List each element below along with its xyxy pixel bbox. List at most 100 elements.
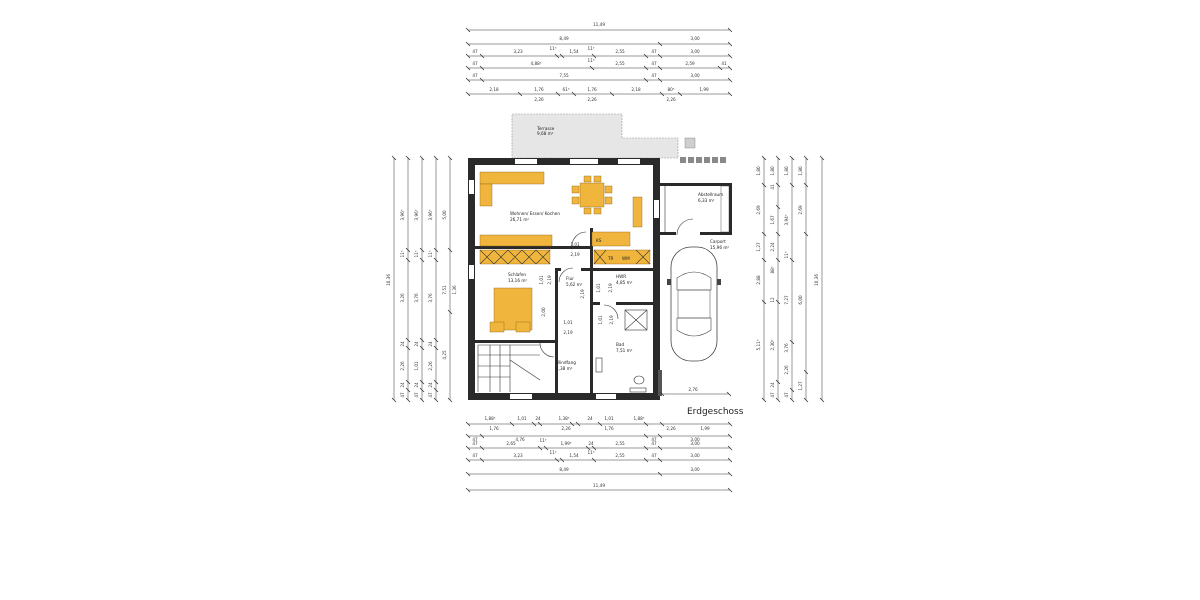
dim-label: 3,96⁵ (428, 209, 433, 220)
inner-dim: 2,00 (541, 307, 546, 317)
room-schlafen-area: 13,16 m² (508, 278, 527, 283)
dim-label: 24 (770, 382, 775, 388)
dim-label: 47 (472, 437, 478, 442)
dim-label: 1,67 (770, 215, 775, 225)
dim-label: 47 (651, 437, 657, 442)
inner-dim: 2,19 (547, 275, 552, 285)
dim-top-carport: 3,00 (690, 36, 700, 41)
inner-dim: 2,19 (609, 315, 614, 325)
dim-label: 24 (414, 341, 419, 347)
dim-label: 24 (414, 382, 419, 388)
dim-label: 1,80 (798, 166, 803, 176)
dim-label: 47 (651, 441, 657, 446)
dim-label: 47 (472, 49, 478, 54)
dim-label: 1,27 (756, 242, 761, 252)
terrace: Terrasse 9,68 m² (511, 113, 726, 163)
dim-label: 47 (472, 441, 478, 446)
dim-label: 2,26 (534, 97, 544, 102)
inner-dimensions: 1,01 2,19 1,01 2,19 1,01 2,19 2,19 1,01 … (539, 242, 614, 335)
dim-label: 4,76 (515, 437, 525, 442)
dim-label: 1,76 (534, 87, 544, 92)
dim-label: 47 (784, 392, 789, 398)
dim-carport-bottom: 2,76 (688, 387, 698, 392)
dim-label: 2,88 (756, 275, 761, 285)
dim-label: 11⁵ (539, 438, 546, 443)
dim-label: 11⁵ (549, 46, 556, 51)
dim-label: 2,55 (615, 453, 625, 458)
dim-right-total: 10,36 (814, 274, 819, 286)
dim-label: 3,96⁵ (414, 209, 419, 220)
appliance-tr: TR (607, 256, 614, 261)
inner-dim: 1,01 (570, 242, 580, 247)
dim-label: 3,00 (690, 49, 700, 54)
dim-label: 47 (472, 453, 478, 458)
dim-label: 1,76 (604, 426, 614, 431)
right-dimension-chains: 1,80 2,69 1,27 2,88 5,11⁵ 1,80 41 1,67 2… (756, 155, 825, 403)
room-flur-name: Flur (566, 276, 574, 281)
bottom-dimension-chains: 1,88⁵ 1,01 24 1,38⁵ 24 1,01 1,88⁵ 1,76 2… (465, 416, 733, 493)
dim-label: 24 (428, 382, 433, 388)
dim-label: 47 (428, 392, 433, 398)
dim-label: 7,27 (784, 295, 789, 305)
inner-dim: 1,01 (596, 283, 601, 293)
dim-label: 1,01 (414, 361, 419, 371)
dim-label: 2,18 (631, 87, 641, 92)
dim-label: 2,26 (561, 426, 571, 431)
room-terrasse-area: 9,68 m² (537, 131, 554, 136)
dim-label: 47 (651, 61, 657, 66)
dim-label: 88⁵ (770, 266, 775, 273)
dim-label: 47 (770, 392, 775, 398)
dim-label: 2,24 (770, 242, 775, 252)
dim-label: 1,76 (489, 426, 499, 431)
dim-label: 1,54 (569, 49, 579, 54)
room-labels: Wohnen/ Essen/ Kochen 26,71 m² Schlafen … (508, 211, 633, 371)
room-wohnen-area: 26,71 m² (510, 217, 529, 222)
dim-label: 24 (535, 416, 541, 421)
dim-label: 3,23 (513, 49, 523, 54)
dim-label: 1,88⁵ (633, 416, 644, 421)
dim-label: 2,69 (756, 205, 761, 215)
dim-label: 2,65 (506, 441, 516, 446)
dim-bottom-carport: 3,00 (690, 467, 700, 472)
house-walls (468, 158, 660, 400)
left-dimension-chains: 10,36 3,96⁵ 11⁵ 3,26 24 2,26 24 47 3,96⁵… (386, 155, 457, 403)
dim-label: 2,26 (666, 97, 676, 102)
dim-label: 2,55 (615, 441, 625, 446)
dim-label: 4,88⁵ (530, 61, 541, 66)
dim-label: 3,76 (414, 293, 419, 303)
dim-label: 3,26 (400, 293, 405, 303)
dim-label: 41 (770, 184, 775, 190)
dim-label: 3,00 (690, 441, 700, 446)
room-abstellraum-name: Abstellraum (698, 192, 723, 197)
dim-bottom-total: 11,49 (593, 483, 605, 488)
dim-label: 2,26 (587, 97, 597, 102)
inner-dim: 2,19 (608, 283, 613, 293)
dim-label: 3,00 (690, 73, 700, 78)
car-icon (667, 246, 721, 362)
dim-label: 6,00 (798, 295, 803, 305)
inner-dim: 1,01 (563, 320, 573, 325)
dim-label: 1,88⁵ (484, 416, 495, 421)
dim-label: 1,99 (700, 426, 710, 431)
dim-label: 1,27 (798, 381, 803, 391)
dim-label: 2,30⁵ (770, 339, 775, 350)
dim-label: 24 (400, 341, 405, 347)
dim-label: 5,00 (442, 210, 447, 220)
dim-label: 2,55 (615, 49, 625, 54)
top-dimension-chains: 11,49 8,49 3,00 47 3,23 11⁵ 1,54 11⁵ 2,5… (465, 22, 733, 102)
room-bad-area: 7,51 m² (616, 348, 633, 353)
dim-label: 2,69 (798, 205, 803, 215)
room-flur-area: 5,62 m² (566, 282, 583, 287)
inner-dim: 2,19 (563, 330, 573, 335)
dim-label: 1,80 (756, 166, 761, 176)
dim-label: 47 (651, 453, 657, 458)
dim-label: 3,96⁵ (400, 209, 405, 220)
dim-label: 2,26 (666, 426, 676, 431)
dim-label: 47 (472, 61, 478, 66)
dim-label: 1,80 (784, 166, 789, 176)
room-schlafen-name: Schlafen (508, 272, 526, 277)
dim-label: 3,00 (690, 437, 700, 442)
dim-label: 80⁵ (667, 87, 674, 92)
dim-label: 47 (651, 73, 657, 78)
